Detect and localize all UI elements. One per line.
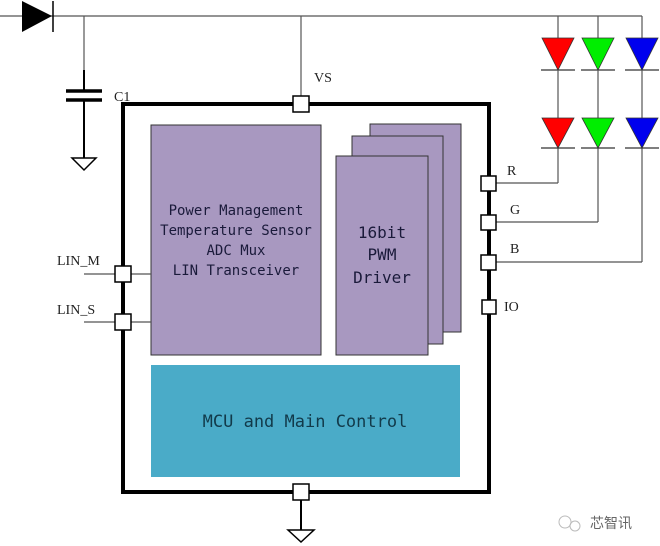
r-label: R [507, 164, 517, 179]
wechat-icon [558, 515, 572, 529]
lin-s-label: LIN_S [57, 303, 95, 318]
led-red-1-icon [541, 16, 575, 71]
vs-label: VS [314, 71, 332, 86]
led-red-2-icon [541, 70, 575, 149]
led-green-1-icon [581, 16, 615, 71]
b-label: B [510, 242, 519, 257]
capacitor-label: C1 [114, 90, 130, 105]
pwm-line-3: Driver [353, 268, 411, 287]
pwm-line-1: 16bit [358, 223, 406, 242]
vs-pin [292, 95, 310, 113]
wechat-icon-secondary [569, 520, 581, 532]
peripheral-line-3: ADC Mux [206, 243, 265, 259]
peripheral-line-1: Power Management [169, 203, 304, 219]
b-pin [480, 254, 497, 271]
io-label: IO [504, 300, 519, 315]
mcu-block [151, 365, 460, 477]
ground-icon [286, 529, 316, 544]
led-blue-1-icon [625, 16, 659, 71]
led-green-2-icon [581, 70, 615, 149]
peripheral-block [150, 124, 322, 356]
input-diode-icon [22, 1, 54, 32]
watermark: 芯智讯 [558, 515, 632, 532]
gnd-pin [292, 483, 310, 501]
r-pin [480, 175, 497, 192]
peripheral-line-2: Temperature Sensor [160, 223, 312, 239]
pwm-line-2: PWM [368, 245, 397, 264]
lin-s-pin [114, 313, 132, 331]
peripheral-line-4: LIN Transceiver [173, 263, 299, 279]
pwm-block-front [335, 155, 429, 356]
lin-m-pin [114, 265, 132, 283]
watermark-text: 芯智讯 [590, 516, 632, 532]
io-pin [481, 299, 497, 315]
led-array [541, 16, 659, 149]
lin-m-label: LIN_M [57, 254, 100, 269]
capacitor-c1-icon [66, 16, 102, 158]
led-blue-2-icon [625, 70, 659, 149]
g-pin [480, 214, 497, 231]
mcu-label: MCU and Main Control [203, 412, 408, 432]
g-label: G [510, 203, 520, 218]
ground-icon [70, 157, 98, 172]
